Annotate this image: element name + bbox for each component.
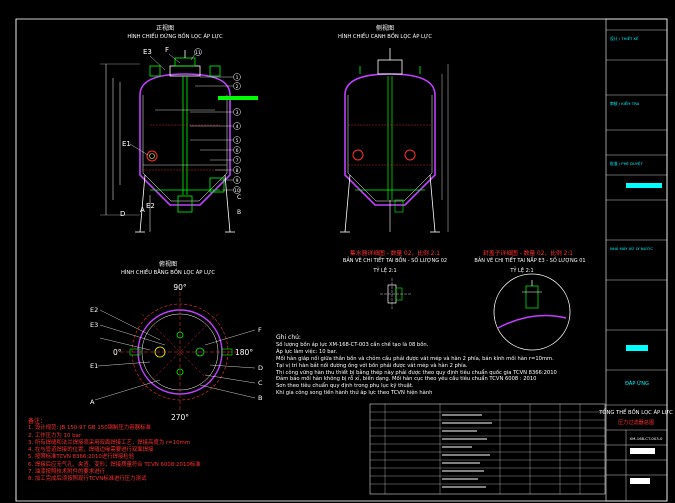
svg-text:E1: E1 <box>90 362 98 370</box>
tb-approve-label: 批准 / PHÊ DUYỆT <box>610 161 643 166</box>
front-view: 正视图 HÌNH CHIẾU ĐỨNG BỒN LỌC ÁP LỰC <box>100 24 258 233</box>
svg-text:TỶ LỆ 2:1: TỶ LỆ 2:1 <box>509 266 533 274</box>
svg-text:封盖子详细图 - 数量 02，比例 2:1: 封盖子详细图 - 数量 02，比例 2:1 <box>483 249 573 257</box>
svg-text:C: C <box>237 194 241 201</box>
tb-company: TỔNG THỂ BỒN LỌC ÁP LỰC <box>598 407 673 416</box>
notes-block: Ghi chú: Số lượng bồn áp lực XM-168-CT-0… <box>276 334 606 397</box>
red-notes-item: 4. 在与管道焊接的位置，焊缝边缘需要进行双面焊接 <box>28 447 154 454</box>
front-view-title-vn: HÌNH CHIẾU ĐỨNG BỒN LỌC ÁP LỰC <box>127 31 223 40</box>
red-notes-item: 2. 工作压力为 10 bar <box>28 432 82 439</box>
svg-text:BẢN VẼ CHI TIẾT TAI NẮP E3 - S: BẢN VẼ CHI TIẾT TAI NẮP E3 - SỐ LƯỢNG 01 <box>474 256 585 264</box>
top-view-title-vn: HÌNH CHIẾU BẰNG BỒN LỌC ÁP LỰC <box>121 267 215 276</box>
red-notes-item: 1. 设计规范: JB 150-97 GB 150钢制压力容器标准 <box>28 425 151 432</box>
label-e1: E1 <box>122 140 131 148</box>
tb-project: NHÀ MÁY XỬ LÝ NƯỚC <box>610 246 653 251</box>
red-notes-item: 3. 所有焊缝和法兰焊接须采用双面焊接工艺，焊接高度为 r=10mm <box>28 439 191 446</box>
svg-text:4: 4 <box>236 124 239 130</box>
bom-table <box>369 403 606 495</box>
top-view-title-cn: 俯视图 <box>159 260 177 268</box>
red-notes-item: 5. 按照标准TCVN 8366:2010进行焊接检验 <box>28 454 135 461</box>
svg-text:B: B <box>258 394 262 402</box>
title-block: 设计 / THIẾT KẾ 审核 / KIỂM TRA 批准 / PHÊ DUY… <box>598 18 673 502</box>
front-tank-shell <box>139 73 231 206</box>
label-e2: E2 <box>146 202 155 210</box>
svg-text:E3: E3 <box>90 321 98 329</box>
notes-item: Mối hàn giáp nối giữa thân bồn và chỏm c… <box>276 355 554 362</box>
svg-text:BẢN VẼ CHI TIẾT TAI BỒN - SỐ L: BẢN VẼ CHI TIẾT TAI BỒN - SỐ LƯỢNG 02 <box>343 255 447 264</box>
red-notes-block: 备注： 1. 设计规范: JB 150-97 GB 150钢制压力容器标准 2.… <box>28 418 268 484</box>
top-view: 俯视图 HÌNH CHIẾU BẰNG BỒN LỌC ÁP LỰC 90° 1… <box>90 260 263 422</box>
label-e3: E3 <box>143 48 152 56</box>
label-d: D <box>120 210 125 218</box>
detail-ear: 集水器详细图 - 数量 02，比例 2:1 BẢN VẼ CHI TIẾT TA… <box>343 249 447 310</box>
svg-text:6: 6 <box>236 148 239 154</box>
side-view: 侧视图 HÌNH CHIẾU CẠNH BỒN LỌC ÁP LỰC <box>338 24 449 233</box>
tb-check-label: 审核 / KIỂM TRA <box>610 101 640 106</box>
front-view-title-cn: 正视图 <box>156 24 174 32</box>
svg-text:11: 11 <box>195 50 201 56</box>
angle-0: 0° <box>113 348 122 357</box>
tb-drawing-no: XM-168-CT-003-0 <box>630 436 663 441</box>
angle-180: 180° <box>235 348 253 357</box>
svg-text:8: 8 <box>236 168 239 174</box>
side-view-title-vn: HÌNH CHIẾU CẠNH BỒN LỌC ÁP LỰC <box>338 31 432 40</box>
tb-title-cn: 压力过滤器总图 <box>618 418 654 426</box>
red-notes-title: 备注： <box>28 418 47 425</box>
svg-text:1: 1 <box>236 75 239 81</box>
red-notes-item: 7. 油漆按照技术附件的要求进行 <box>28 469 105 476</box>
svg-text:7: 7 <box>236 158 239 164</box>
red-notes-item: 8. 加工完成后须按照现行TCVN标准进行压力测试 <box>28 476 147 483</box>
svg-text:TỶ LỆ 2:1: TỶ LỆ 2:1 <box>372 266 396 274</box>
svg-text:F: F <box>258 326 262 334</box>
front-balloons: 1 2 3 4 5 6 7 8 9 10 <box>190 48 241 194</box>
svg-text:C: C <box>258 379 263 387</box>
svg-text:5: 5 <box>236 138 239 144</box>
svg-text:10: 10 <box>234 188 240 194</box>
side-view-title-cn: 侧视图 <box>376 24 394 32</box>
tb-design-label: 设计 / THIẾT KẾ <box>610 35 639 41</box>
notes-item: Áp lực làm việc: 10 bar. <box>276 348 338 355</box>
angle-90: 90° <box>173 283 187 292</box>
label-f: F <box>165 46 169 54</box>
side-tank-shell <box>344 73 436 206</box>
notes-item: Đảm bảo mối hàn không bị rỗ xỉ, biến dạn… <box>276 376 537 383</box>
svg-text:E2: E2 <box>90 306 98 314</box>
svg-text:2: 2 <box>236 84 239 90</box>
notes-item: Sơn theo tiêu chuẩn quy định trong phụ l… <box>276 383 414 390</box>
svg-text:3: 3 <box>236 110 239 116</box>
svg-text:集水器详细图 - 数量 02，比例 2:1: 集水器详细图 - 数量 02，比例 2:1 <box>350 249 440 257</box>
label-a: A <box>140 206 145 214</box>
detail-cover: 封盖子详细图 - 数量 02，比例 2:1 BẢN VẼ CHI TIẾT TA… <box>474 249 586 351</box>
angle-270: 270° <box>171 413 189 422</box>
notes-item: Thi công vững hàn thu thiết bị bằng thép… <box>276 369 557 376</box>
svg-text:D: D <box>258 364 263 372</box>
tb-stamp: ĐÁP ỨNG <box>625 380 649 387</box>
notes-item: Số lượng bồn áp lực XM-168-CT-003 cần ch… <box>276 341 429 348</box>
red-notes-item: 6. 焊接后应无气孔、夹渣、变形；焊接质量符合 TCVN 6008:2010标准 <box>28 461 201 468</box>
notes-title: Ghi chú: <box>276 334 301 341</box>
svg-text:A: A <box>90 398 95 406</box>
svg-text:B: B <box>237 209 241 216</box>
notes-item: Tại vị trí hàn bắt nối đường ống với bồn… <box>276 362 468 369</box>
notes-item: Khi gia công song tiến hành thử áp lực t… <box>276 390 433 397</box>
svg-text:9: 9 <box>236 178 239 184</box>
